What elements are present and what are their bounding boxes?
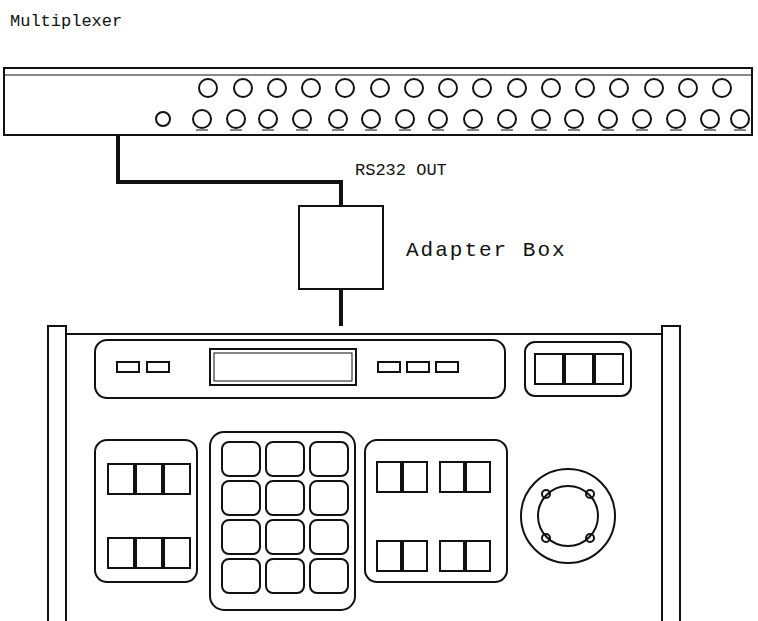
adapter-box: Adapter Box [298,205,384,290]
bnc-connectors [156,79,749,128]
cable [339,290,343,326]
edge-label: RS232 OUT [353,161,449,180]
multiplexer-node: Multiplexer [4,10,752,135]
node-label: Adapter Box [404,239,569,262]
connector-ticks [196,130,746,131]
rs232-cable [118,135,341,205]
node-label: Multiplexer [8,12,124,31]
multiplexer-unit [4,68,752,135]
keyboard-controller [48,326,680,621]
